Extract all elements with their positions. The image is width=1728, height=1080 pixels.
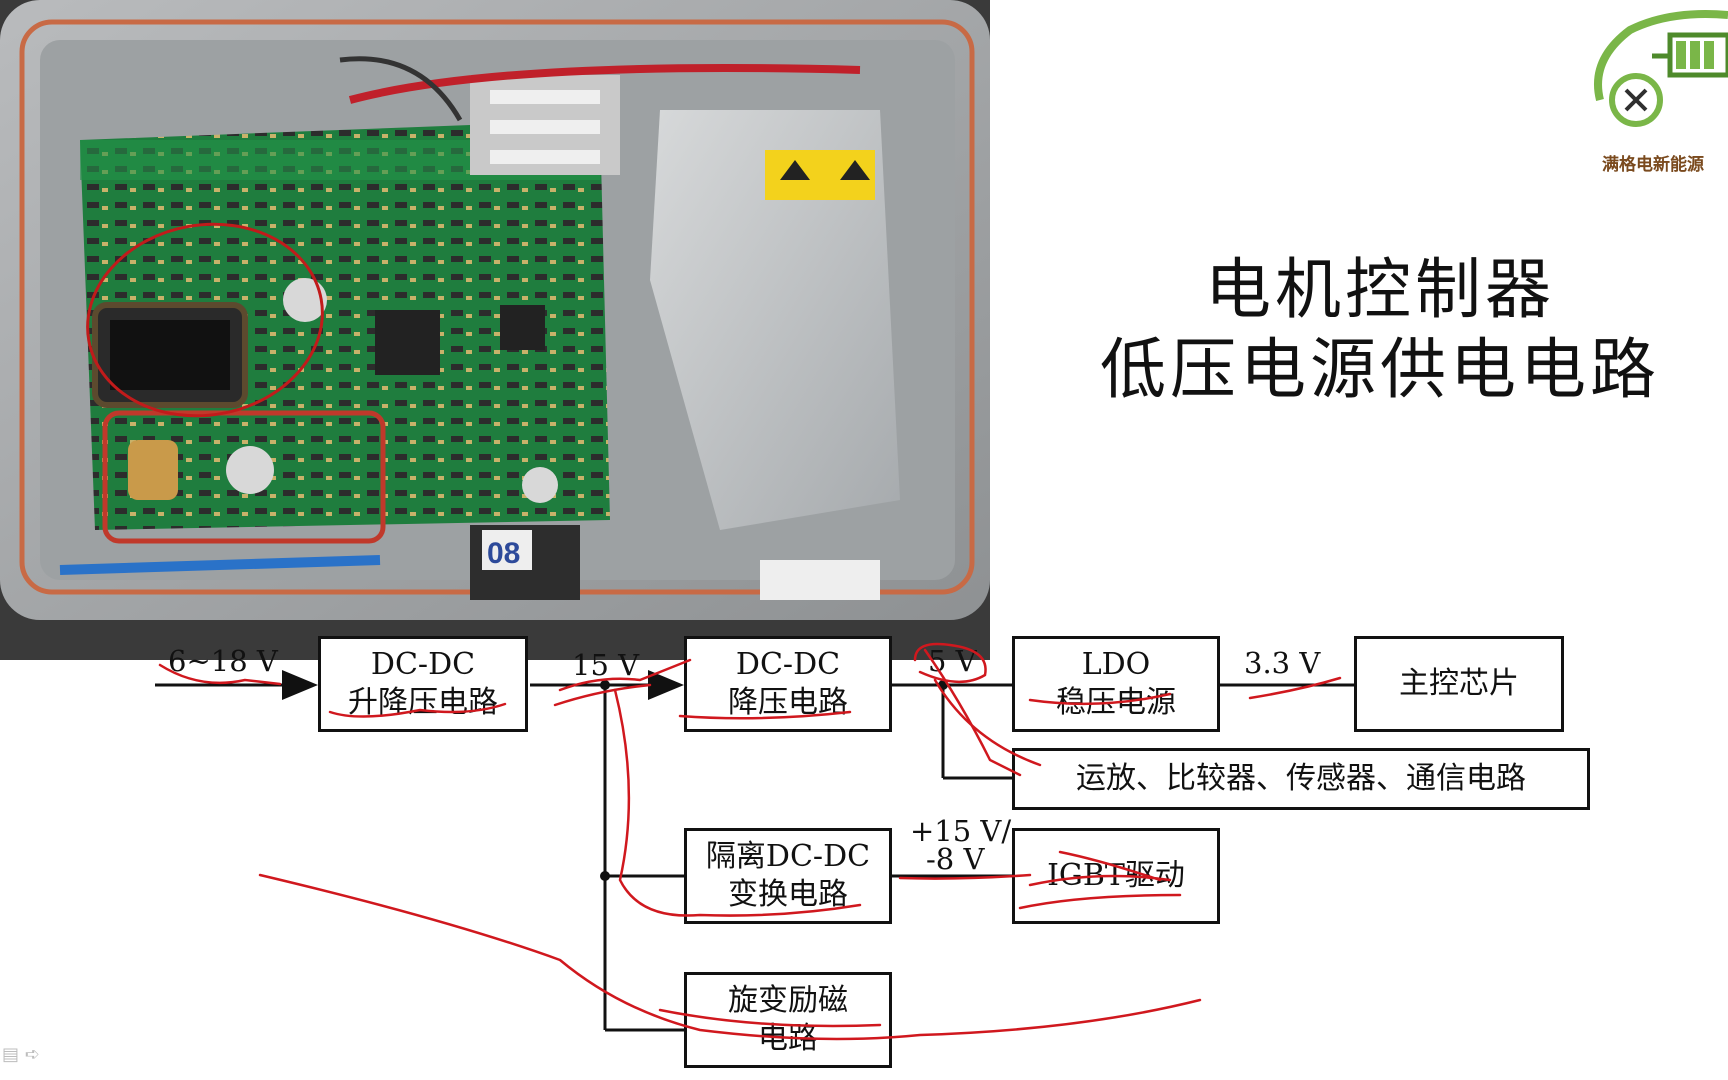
voltage-pos15-label: +15 V/	[910, 814, 1012, 848]
periph-line1: 运放、比较器、传感器、通信电路	[1076, 761, 1526, 796]
igbt-line1: IGBT驱动	[1047, 858, 1185, 893]
buck-converter-box: DC-DC 降压电路	[684, 636, 892, 732]
motor-controller-pcb-icon: 08	[0, 0, 990, 660]
page-title-line2: 低压电源供电电路	[1100, 331, 1660, 408]
playback-icons: ▤ ➪	[2, 1044, 40, 1065]
logo-text: 满格电新能源	[1602, 155, 1704, 175]
page-title-line1: 电机控制器	[1205, 251, 1555, 328]
pcb-photo: 08	[0, 0, 990, 660]
mcu-box: 主控芯片	[1354, 636, 1564, 732]
ldo-line2: 稳压电源	[1056, 685, 1176, 720]
voltage-3v3-label: 3.3 V	[1244, 646, 1321, 680]
buck-line1: DC-DC	[735, 647, 841, 682]
ldo-line1: LDO	[1081, 647, 1151, 682]
boost-converter-box: DC-DC 升降压电路	[318, 636, 528, 732]
resolver-line1: 旋变励磁	[728, 983, 848, 1018]
voltage-neg8-label: -8 V	[926, 842, 985, 876]
mcu-line1: 主控芯片	[1399, 666, 1519, 701]
iso-line1: 隔离DC-DC	[705, 839, 871, 874]
photo-label: 08	[487, 537, 520, 570]
igbt-driver-box: IGBT驱动	[1012, 828, 1220, 924]
highlight-box	[102, 410, 386, 544]
buck-line2: 降压电路	[728, 685, 848, 720]
resolver-excitation-box: 旋变励磁 电路	[684, 972, 892, 1068]
isolated-dcdc-box: 隔离DC-DC 变换电路	[684, 828, 892, 924]
boost-line1: DC-DC	[370, 647, 476, 682]
boost-line2: 升降压电路	[348, 685, 498, 720]
resolver-line2: 电路	[758, 1021, 818, 1056]
voltage-5v-label: 5 V	[928, 644, 977, 678]
brand-logo	[1590, 0, 1728, 180]
input-voltage-label: 6~18 V	[168, 644, 278, 678]
ev-battery-logo-icon	[1594, 10, 1728, 127]
peripheral-box: 运放、比较器、传感器、通信电路	[1012, 748, 1590, 810]
voltage-15v-label: 15 V	[572, 648, 640, 682]
iso-line2: 变换电路	[728, 877, 848, 912]
ldo-box: LDO 稳压电源	[1012, 636, 1220, 732]
